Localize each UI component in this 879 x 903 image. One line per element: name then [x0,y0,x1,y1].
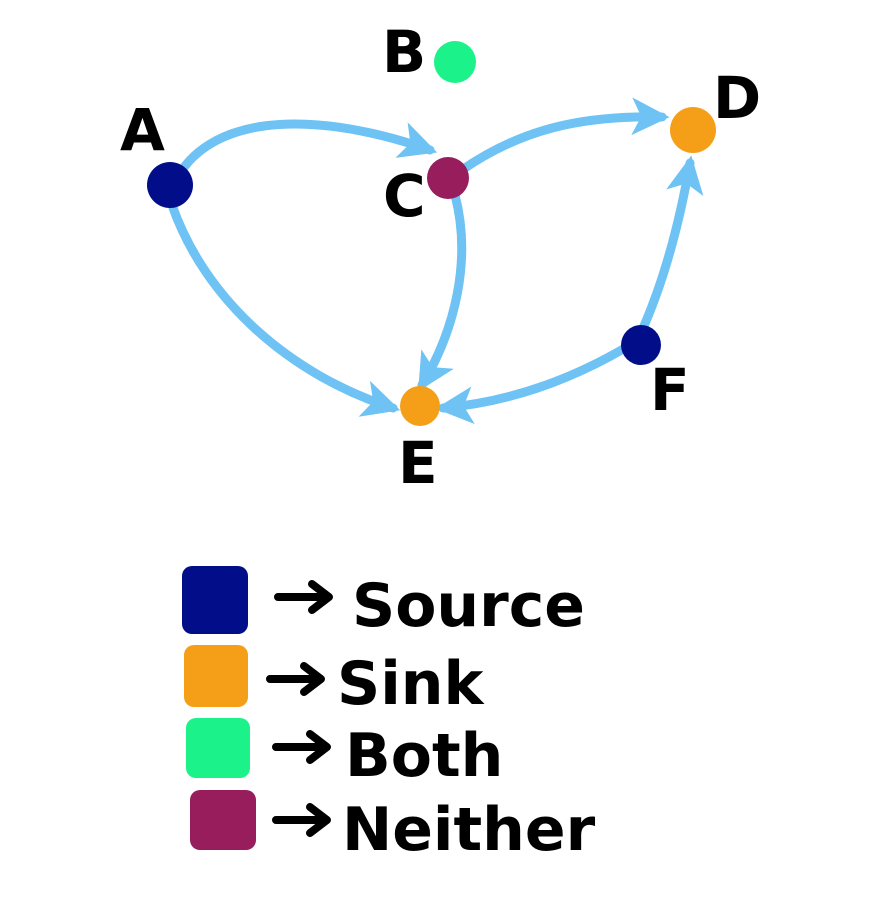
node-c: C [383,157,469,230]
node-e: E [398,386,440,497]
arrow-right-icon [266,662,325,696]
node-a-dot [147,162,193,208]
node-a-label: A [120,96,165,164]
edge-f-to-e [435,343,630,425]
nodes-group: A B C D E F [120,18,761,497]
arrow-right-icon [274,580,333,614]
arrow-right-icon [272,803,331,837]
node-c-dot [427,157,469,199]
arrow-right-icon [272,730,331,764]
node-f-label: F [650,356,690,424]
edges-group [167,97,704,425]
node-b-label: B [382,18,426,86]
node-f-dot [621,325,661,365]
node-c-label: C [383,162,426,230]
legend-item-both: Both [186,718,503,791]
node-b: B [382,18,476,86]
legend-label-sink: Sink [337,649,485,719]
node-b-dot [434,41,476,83]
edge-f-to-d [635,155,704,340]
node-a: A [120,96,193,208]
legend-label-neither: Neither [342,795,596,865]
node-e-label: E [398,429,438,497]
legend-label-source: Source [352,571,585,641]
legend-swatch-sink [184,645,248,707]
legend-item-source: Source [182,566,585,641]
legend-item-sink: Sink [184,645,485,719]
edge-a-to-e [167,200,401,417]
legend: Source Sink Both Neither [182,566,596,865]
legend-label-both: Both [345,721,503,791]
legend-swatch-neither [190,790,256,850]
node-f: F [621,325,690,424]
edge-c-to-e [417,190,467,392]
legend-item-neither: Neither [190,790,596,865]
edge-a-to-c [170,119,438,187]
node-d-dot [670,107,716,153]
node-d: D [670,64,761,153]
edge-c-to-d [457,97,670,175]
node-d-label: D [713,64,761,132]
node-e-dot [400,386,440,426]
legend-swatch-source [182,566,248,634]
legend-swatch-both [186,718,250,778]
